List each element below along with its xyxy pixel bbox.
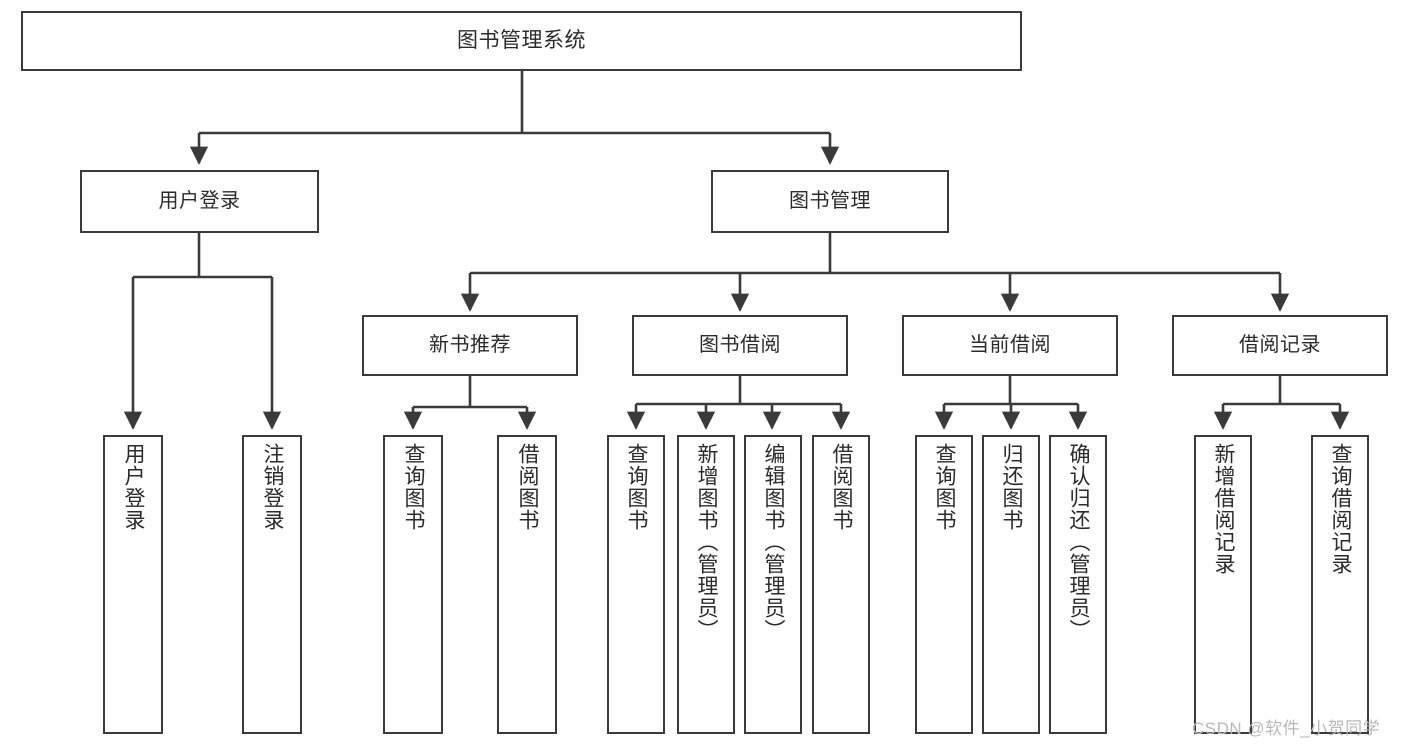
node-label: 借阅图书 <box>516 443 540 531</box>
leaf-return-book[interactable]: 归还图书 <box>982 435 1040 734</box>
node-user-login[interactable]: 用户登录 <box>80 170 319 233</box>
leaf-logout[interactable]: 注销登录 <box>242 435 302 734</box>
node-current-borrow[interactable]: 当前借阅 <box>902 315 1118 376</box>
node-label: 确认归还（管理员） <box>1067 443 1091 641</box>
leaf-user-login[interactable]: 用户登录 <box>103 435 163 734</box>
node-label: 图书管理系统 <box>457 28 586 52</box>
leaf-confirm-return-admin[interactable]: 确认归还（管理员） <box>1049 435 1107 734</box>
node-label: 图书借阅 <box>699 333 781 356</box>
node-label: 用户登录 <box>122 443 146 531</box>
node-borrow-record[interactable]: 借阅记录 <box>1172 315 1388 376</box>
node-label: 归还图书 <box>1000 443 1024 531</box>
node-label: 新增图书（管理员） <box>695 443 719 641</box>
node-label: 借阅图书 <box>830 443 854 531</box>
node-label: 查询图书 <box>402 443 426 531</box>
node-book-management[interactable]: 图书管理 <box>711 170 949 233</box>
leaf-borrow-book[interactable]: 借阅图书 <box>812 435 870 734</box>
node-label: 新书推荐 <box>429 333 511 356</box>
node-label: 当前借阅 <box>969 333 1051 356</box>
node-label: 图书管理 <box>789 189 871 212</box>
leaf-edit-book-admin[interactable]: 编辑图书（管理员） <box>744 435 802 734</box>
csdn-watermark: CSDN @软件_小贺同学 <box>1192 719 1381 738</box>
node-label: 查询图书 <box>625 443 649 531</box>
leaf-query-book-current[interactable]: 查询图书 <box>915 435 973 734</box>
node-label: 查询借阅记录 <box>1329 443 1353 575</box>
node-root-system[interactable]: 图书管理系统 <box>21 11 1022 71</box>
leaf-add-book-admin[interactable]: 新增图书（管理员） <box>677 435 735 734</box>
leaf-add-borrow-record[interactable]: 新增借阅记录 <box>1194 435 1252 734</box>
leaf-borrow-book-recommend[interactable]: 借阅图书 <box>497 435 557 734</box>
node-book-borrow[interactable]: 图书借阅 <box>632 315 848 376</box>
node-new-book-recommend[interactable]: 新书推荐 <box>362 315 578 376</box>
leaf-query-book-borrow[interactable]: 查询图书 <box>607 435 665 734</box>
node-label: 新增借阅记录 <box>1212 443 1236 575</box>
leaf-query-book-recommend[interactable]: 查询图书 <box>383 435 443 734</box>
node-label: 编辑图书（管理员） <box>762 443 786 641</box>
node-label: 用户登录 <box>158 189 241 212</box>
leaf-query-borrow-record[interactable]: 查询借阅记录 <box>1311 435 1369 734</box>
node-label: 查询图书 <box>933 443 957 531</box>
node-label: 注销登录 <box>261 443 285 531</box>
node-label: 借阅记录 <box>1239 333 1321 356</box>
